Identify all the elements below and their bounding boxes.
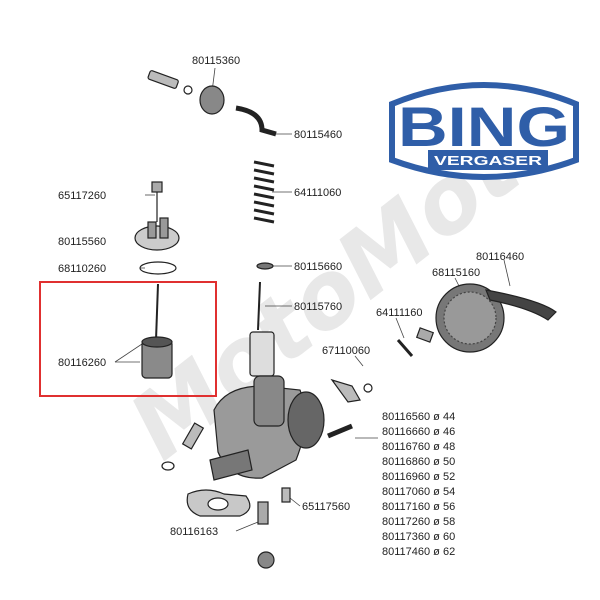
label-64111160: 64111160: [376, 307, 423, 319]
idle-screw: [181, 422, 205, 450]
jet-list: 80116560 ø 44 80116660 ø 46 80116760 ø 4…: [382, 411, 455, 558]
jet-needle: [257, 281, 261, 331]
choke-spring: [396, 339, 414, 357]
label-65117560: 65117560: [302, 501, 350, 513]
jet-item: 80117260 ø 58: [382, 516, 455, 528]
needle-clip: [256, 262, 274, 270]
jet-item: 80116560 ø 44: [382, 411, 455, 423]
highlight-box: [39, 281, 217, 397]
jet-item: 80116660 ø 46: [382, 426, 455, 438]
jet-item: 80117060 ø 54: [382, 486, 455, 498]
float-needle: [155, 283, 159, 341]
throttle-slide: [249, 331, 275, 377]
small-screw: [281, 487, 291, 503]
label-80116163: 80116163: [170, 526, 218, 538]
label-80115660: 80115660: [294, 261, 342, 273]
jet-item: 80117160 ø 56: [382, 501, 455, 513]
small-nut: [183, 85, 193, 95]
logo-brand: BING: [398, 95, 570, 158]
jet-item: 80116960 ø 52: [382, 471, 455, 483]
jet-item: 80116760 ø 48: [382, 441, 455, 453]
carburettor-body: [209, 375, 325, 481]
label-67110060: 67110060: [322, 345, 370, 357]
filter-clamp: [485, 289, 557, 321]
throttle-spring: [253, 160, 275, 224]
bing-logo: BING VERGASER: [389, 82, 579, 180]
part-labels: 80115360 80115460 64111060 65117260 8011…: [58, 55, 524, 538]
label-68110260: 68110260: [58, 263, 106, 275]
logo-sub: VERGASER: [434, 153, 543, 168]
label-80115560: 80115560: [58, 236, 106, 248]
top-cap: [199, 85, 225, 115]
float-cap: [134, 225, 180, 251]
banjo-fitting: [235, 105, 277, 137]
drain-plug: [257, 551, 275, 569]
label-65117260: 65117260: [58, 190, 106, 202]
label-80116460: 80116460: [476, 251, 524, 263]
label-68115160: 68115160: [432, 267, 480, 279]
jet-item: 80116860 ø 50: [382, 456, 455, 468]
label-80115460: 80115460: [294, 129, 342, 141]
label-80116260: 80116260: [58, 357, 106, 369]
jet-item: 80117360 ø 60: [382, 531, 455, 543]
cap-gasket: [139, 261, 177, 275]
cap-screw: [151, 181, 163, 193]
adjust-screw: [147, 70, 179, 89]
jet-item: 80117460 ø 62: [382, 546, 455, 558]
label-80115760: 80115760: [294, 301, 342, 313]
label-64111060: 64111060: [294, 187, 341, 199]
logo-band: [428, 150, 548, 170]
label-80115360: 80115360: [192, 55, 240, 67]
main-jet-holder: [257, 501, 269, 525]
choke-lever: [330, 378, 361, 403]
throttle-stop-screw: [327, 423, 353, 439]
parts-art: [134, 70, 557, 569]
